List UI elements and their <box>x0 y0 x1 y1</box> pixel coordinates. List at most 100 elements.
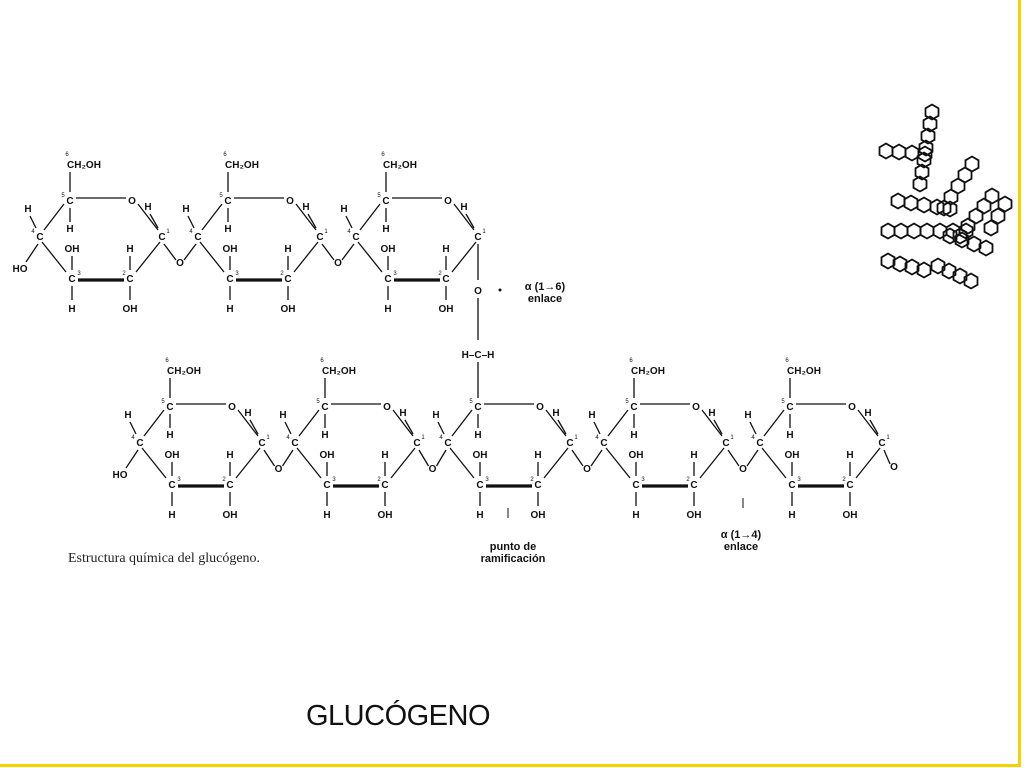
bond-line <box>29 215 37 229</box>
ring-carbon: C <box>474 232 481 243</box>
glucose-hexagon <box>978 239 994 257</box>
hydrogen: H <box>588 410 595 421</box>
glucose-hexagon <box>968 207 984 225</box>
glycosidic-bond <box>341 243 355 261</box>
ring-oxygen: O <box>228 402 236 413</box>
glucose-hexagon <box>880 252 896 270</box>
hydrogen: H <box>144 202 151 213</box>
glycosidic-bond <box>746 449 759 467</box>
carbon-number: 5 <box>161 399 165 405</box>
hydrogen: H <box>226 450 233 461</box>
hydrogen: H <box>474 430 481 441</box>
carbon-number: 6 <box>320 358 324 364</box>
ring-carbon: C <box>722 438 729 449</box>
glycosidic-bond <box>727 449 740 467</box>
glucose-hexagon <box>954 231 970 249</box>
ring-carbon: C <box>352 232 359 243</box>
hydroxyl: OH <box>785 450 800 461</box>
ring-carbon: C <box>534 480 541 491</box>
bond-line <box>41 241 67 273</box>
carbon-number: 4 <box>347 229 351 235</box>
ring-carbon: C <box>413 438 420 449</box>
carbon-number: 1 <box>421 435 425 441</box>
ring-carbon: C <box>384 274 391 285</box>
bond-line <box>545 409 567 437</box>
hydrogen: H <box>744 410 751 421</box>
ring-carbon: C <box>786 402 793 413</box>
bond-line <box>605 447 631 479</box>
hydroxyl: OH <box>281 304 296 315</box>
bond-line <box>237 409 259 437</box>
carbon-number: 1 <box>324 229 328 235</box>
hydrogen: H <box>382 224 389 235</box>
carbon-number: 5 <box>61 193 65 199</box>
glucose-hexagon <box>976 197 992 215</box>
hydrogen: H <box>708 408 715 419</box>
bond-line <box>869 419 879 435</box>
hydroxyl: OH <box>843 510 858 521</box>
terminal-bond <box>883 449 891 465</box>
branch-point-label-line2: ramificación <box>481 553 546 565</box>
glycosidic-oxygen: O <box>275 464 283 475</box>
bond-line <box>390 447 416 479</box>
branch-link-label-line2: enlace <box>528 293 562 305</box>
glucose-hexagon <box>936 199 952 217</box>
hydrogen: H <box>182 204 189 215</box>
ring-carbon: C <box>600 438 607 449</box>
glucose-hexagon <box>984 187 1000 205</box>
glucose-hexagon <box>912 175 928 193</box>
bond-line <box>449 447 475 479</box>
ring-oxygen: O <box>128 196 136 207</box>
glycosidic-bond <box>163 243 177 261</box>
ring-carbon: C <box>68 274 75 285</box>
ring-oxygen: O <box>848 402 856 413</box>
hydrogen: H <box>442 244 449 255</box>
ring-carbon: C <box>756 438 763 449</box>
ring-carbon: C <box>630 402 637 413</box>
glucose-hexagon <box>922 115 938 133</box>
carbon-number: 1 <box>482 229 486 235</box>
chain-link-label-line1: α (1→4) <box>721 529 762 541</box>
glucose-hexagon <box>890 192 906 210</box>
glucose-hexagon <box>892 255 908 273</box>
glucose-hexagon <box>916 196 932 214</box>
hydrogen: H <box>126 244 133 255</box>
branch-ch2: H–C–H <box>462 350 495 361</box>
ring-carbon: C <box>442 274 449 285</box>
ring-carbon: C <box>323 480 330 491</box>
hydroxyl: OH <box>223 244 238 255</box>
branch-link-label-line1: α (1→6) <box>525 281 566 293</box>
carbon-number: 5 <box>377 193 381 199</box>
hydroxyl: OH <box>439 304 454 315</box>
ch2oh-group: CH₂OH <box>322 366 356 377</box>
ring-carbon: C <box>382 196 389 207</box>
carbon-number: 2 <box>686 477 690 483</box>
hydrogen: H <box>460 202 467 213</box>
glycosidic-bond <box>321 243 335 261</box>
carbon-number: 2 <box>377 477 381 483</box>
carbon-number: 1 <box>166 229 170 235</box>
hydrogen: H <box>284 244 291 255</box>
glucose-hexagon <box>983 219 999 237</box>
bond-line <box>135 241 161 273</box>
bond-line <box>143 409 165 437</box>
glucose-hexagon <box>906 222 922 240</box>
glycosidic-oxygen: O <box>429 464 437 475</box>
carbon-number: 3 <box>235 271 239 277</box>
carbon-number: 2 <box>438 271 442 277</box>
bond-line <box>298 409 320 437</box>
figure-caption: Estructura química del glucógeno. <box>68 551 261 566</box>
bond-line <box>359 203 381 231</box>
bond-line <box>557 419 567 435</box>
carbon-number: 4 <box>439 435 443 441</box>
glucose-hexagon <box>924 103 940 121</box>
hydroxyl: OH <box>223 510 238 521</box>
glucose-hexagon <box>963 272 979 290</box>
hydroxyl: OH <box>687 510 702 521</box>
chain-link-label-line2: enlace <box>724 541 758 553</box>
glucose-hexagon <box>914 163 930 181</box>
carbon-number: 6 <box>629 358 633 364</box>
hydrogen: H <box>340 204 347 215</box>
ring-oxygen: O <box>444 196 452 207</box>
ring-carbon: C <box>158 232 165 243</box>
